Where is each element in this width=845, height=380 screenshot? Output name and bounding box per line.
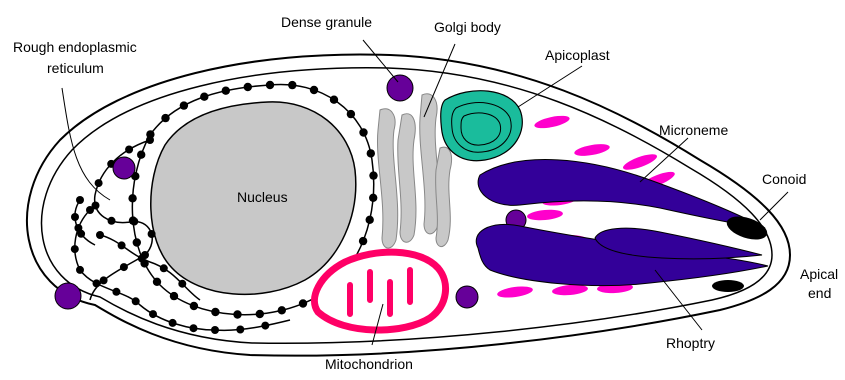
ribosome — [233, 310, 241, 318]
ribosome — [178, 280, 186, 288]
label-rough-er-line1: Rough endoplasmic — [13, 39, 137, 55]
dense-granule — [456, 286, 478, 308]
ribosome — [222, 87, 230, 95]
ribosome — [100, 276, 108, 284]
ribosome — [153, 278, 161, 286]
ribosome — [347, 110, 355, 118]
ribosome — [76, 266, 84, 274]
microneme — [573, 142, 610, 158]
ribosome — [170, 292, 178, 300]
dense-granule — [55, 283, 81, 309]
ribosome — [330, 96, 338, 104]
dense-granule — [113, 157, 135, 179]
microneme — [496, 285, 533, 300]
microneme — [527, 208, 564, 221]
ribosome — [86, 206, 94, 214]
ribosome — [149, 310, 157, 318]
label-apical-end-line2: end — [808, 285, 831, 301]
ribosome — [161, 114, 169, 122]
label-dense-granule: Dense granule — [281, 14, 372, 30]
ribosome — [367, 149, 375, 157]
ribosome — [146, 136, 154, 144]
ribosome — [299, 299, 307, 307]
ribosome — [200, 93, 208, 101]
label-conoid: Conoid — [762, 171, 806, 187]
ribosome — [236, 326, 244, 334]
ribosome — [132, 297, 140, 305]
ribosome — [108, 217, 116, 225]
ribosome — [137, 151, 145, 159]
ribosome — [71, 245, 79, 253]
ribosome — [125, 146, 133, 154]
ribosome — [76, 196, 84, 204]
ribosome — [266, 81, 274, 89]
ribosome — [369, 194, 377, 202]
dense-granule — [387, 75, 413, 101]
label-apical-end-line1: Apical — [800, 266, 838, 282]
ribosome — [359, 128, 367, 136]
ribosome — [369, 171, 377, 179]
label-mitochondrion: Mitochondrion — [325, 356, 413, 372]
ribosome — [148, 230, 156, 238]
ribosome — [288, 81, 296, 89]
ribosome — [310, 86, 318, 94]
ribosome — [77, 230, 85, 238]
ribosome — [120, 263, 128, 271]
label-nucleus: Nucleus — [237, 189, 288, 205]
label-apicoplast: Apicoplast — [545, 47, 610, 63]
ribosome — [128, 194, 136, 202]
ribosome — [366, 216, 374, 224]
ribosome — [95, 179, 103, 187]
ribosome — [130, 218, 138, 226]
label-rough-er-line2: reticulum — [47, 60, 104, 76]
ribosome — [244, 83, 252, 91]
microneme — [533, 113, 570, 130]
ribosome — [278, 306, 286, 314]
mitochondrion — [314, 252, 445, 330]
ribosome — [359, 237, 367, 245]
ribosome — [190, 302, 198, 310]
ribosome — [138, 255, 146, 263]
label-microneme: Microneme — [659, 122, 728, 138]
ribosome — [71, 213, 79, 221]
label-rhoptry: Rhoptry — [666, 335, 715, 351]
ribosome — [96, 231, 104, 239]
label-golgi-body: Golgi body — [434, 19, 501, 35]
ribosome — [133, 238, 141, 246]
ribosome — [261, 322, 269, 330]
ribosome — [160, 264, 168, 272]
ribosome — [118, 241, 126, 249]
apicoplast — [441, 91, 523, 161]
ribosome — [93, 279, 101, 287]
ribosome — [180, 101, 188, 109]
apical-ring — [712, 280, 744, 292]
ribosome — [169, 319, 177, 327]
ribosome — [190, 324, 198, 332]
ribosome — [211, 326, 219, 334]
ribosome — [112, 288, 120, 296]
ribosome — [256, 310, 264, 318]
ribosome — [211, 308, 219, 316]
